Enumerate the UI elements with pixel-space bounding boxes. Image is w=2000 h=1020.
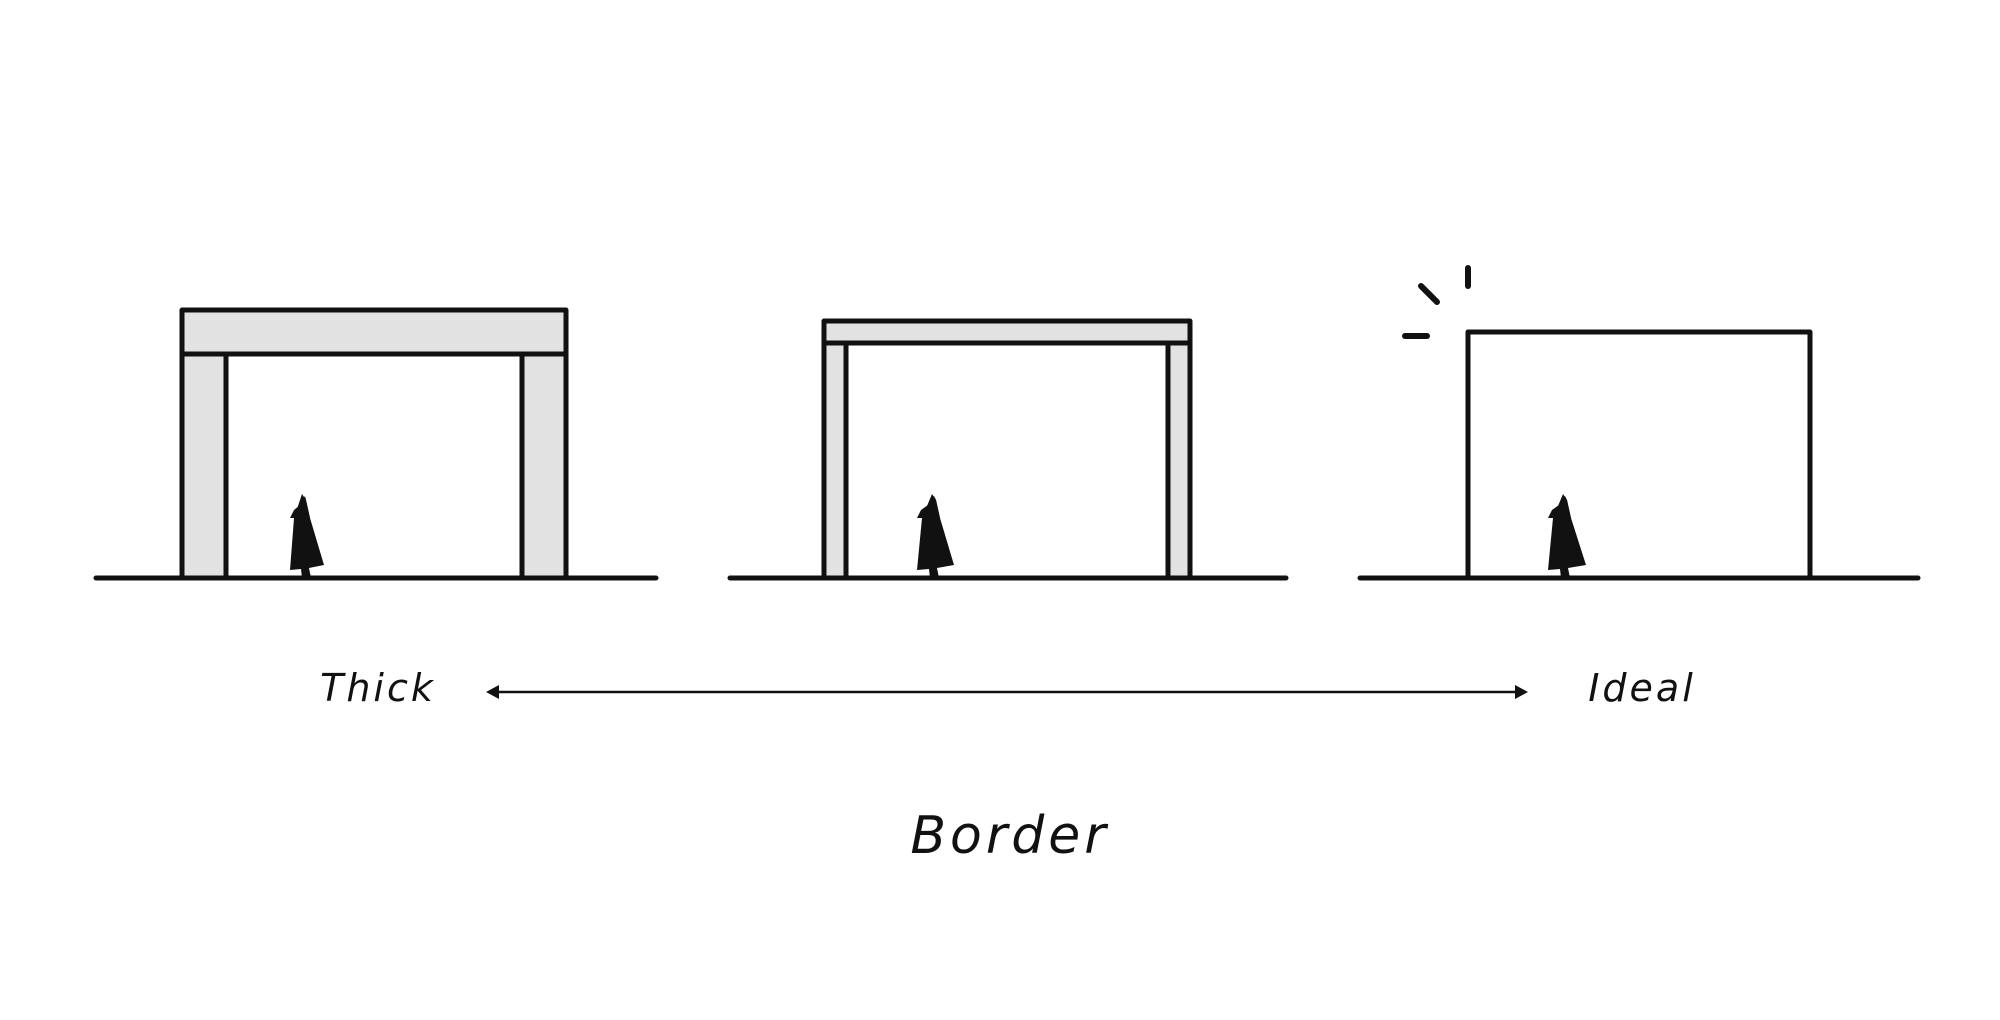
ideal-end-label: Ideal (1588, 666, 1696, 710)
border-top-beam (821, 318, 1193, 346)
arrow-head-right (1515, 685, 1528, 699)
border-left-post (179, 351, 229, 581)
plain-frame-outline (1465, 329, 1813, 581)
border-right-post (519, 351, 569, 581)
arrow-head-left (486, 685, 499, 699)
person-silhouette-icon (290, 494, 324, 578)
thick-border-frame (93, 307, 659, 581)
sparkle-icon (1402, 265, 1471, 339)
person-silhouette-icon (1548, 494, 1586, 578)
no-border-frame (1357, 329, 1921, 581)
person-silhouette-icon (917, 494, 954, 578)
thick-end-label: Thick (320, 666, 436, 710)
border-right-post (1165, 340, 1193, 581)
border-top-beam (179, 307, 569, 357)
double-headed-arrow (486, 685, 1528, 699)
diagram-title: Border (910, 806, 1110, 866)
thin-border-frame (727, 318, 1289, 581)
border-left-post (821, 340, 849, 581)
